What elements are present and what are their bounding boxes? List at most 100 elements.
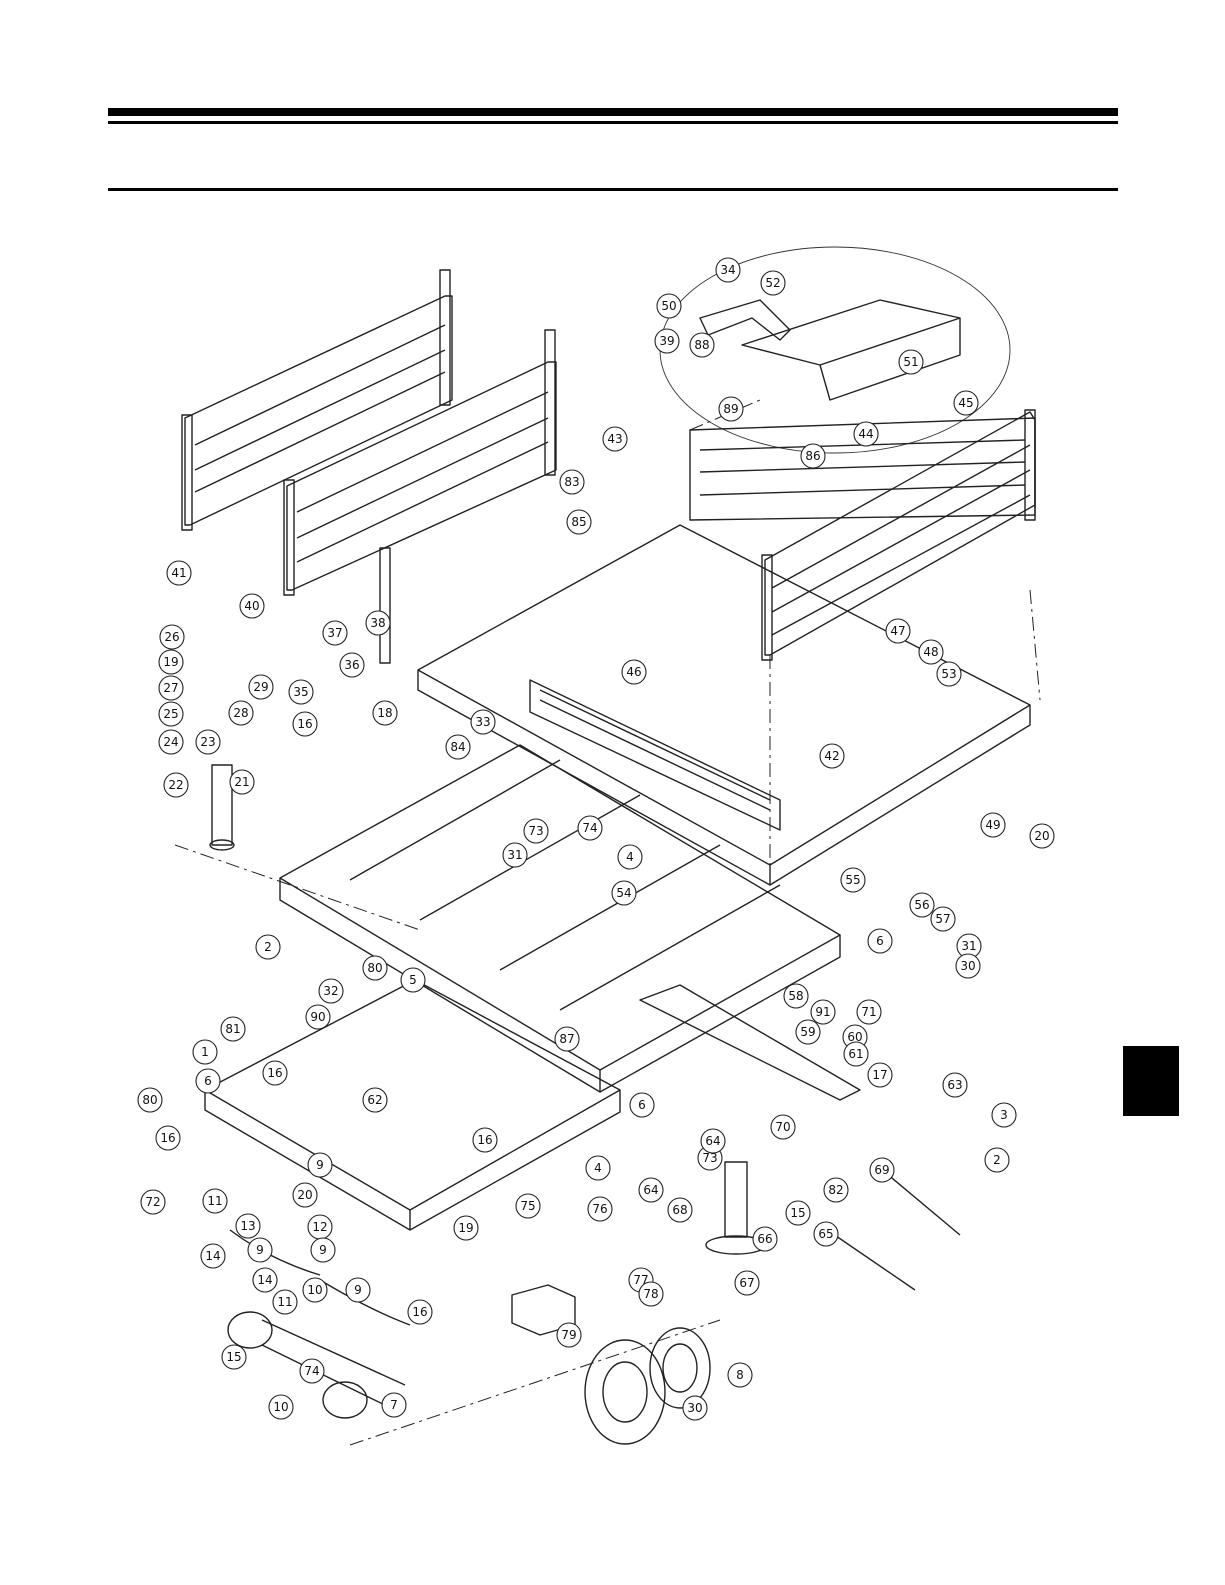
callout-72: 72	[140, 1189, 166, 1215]
callout-36: 36	[339, 652, 365, 678]
callout-circle	[262, 1060, 288, 1086]
callout-22: 22	[163, 772, 189, 798]
callout-circle	[554, 1026, 580, 1052]
callout-circle	[163, 772, 189, 798]
callout-6: 6	[195, 1068, 221, 1094]
callout-88: 88	[689, 332, 715, 358]
callout-35: 35	[288, 679, 314, 705]
callout-label: 17	[872, 1068, 887, 1082]
callout-label: 49	[985, 818, 1000, 832]
callout-circle	[760, 270, 786, 296]
callout-circle	[566, 509, 592, 535]
callout-label: 20	[297, 1188, 312, 1202]
callout-28: 28	[228, 700, 254, 726]
section-tab	[1123, 1046, 1179, 1116]
callout-circle	[228, 700, 254, 726]
callout-circle	[252, 1267, 278, 1293]
callout-circle	[585, 1155, 611, 1181]
callout-label: 43	[607, 432, 622, 446]
callout-87: 87	[554, 1026, 580, 1052]
callout-90: 90	[305, 1004, 331, 1030]
callout-circle	[689, 332, 715, 358]
callout-8: 8	[727, 1362, 753, 1388]
callout-label: 9	[354, 1283, 362, 1297]
callout-label: 90	[310, 1010, 325, 1024]
callout-label: 11	[277, 1295, 292, 1309]
callout-label: 13	[240, 1219, 255, 1233]
callout-circle	[322, 620, 348, 646]
callout-86: 86	[800, 443, 826, 469]
callout-circle	[810, 999, 836, 1025]
callout-circle	[372, 700, 398, 726]
callout-11: 11	[202, 1188, 228, 1214]
callout-label: 74	[582, 821, 597, 835]
callout-75: 75	[515, 1193, 541, 1219]
callout-label: 52	[765, 276, 780, 290]
callout-circle	[955, 953, 981, 979]
callout-label: 8	[736, 1368, 744, 1382]
callout-circle	[192, 1039, 218, 1065]
callout-circle	[255, 934, 281, 960]
callout-66: 66	[752, 1226, 778, 1252]
callout-circle	[843, 1041, 869, 1067]
callout-label: 9	[256, 1243, 264, 1257]
callout-label: 18	[377, 706, 392, 720]
callout-45: 45	[953, 390, 979, 416]
callout-label: 69	[874, 1163, 889, 1177]
callout-circle	[559, 469, 585, 495]
tongue-a-frame	[639, 984, 861, 1101]
callout-label: 34	[720, 263, 735, 277]
callout-label: 22	[168, 778, 183, 792]
callout-12: 12	[307, 1214, 333, 1240]
callout-circle	[795, 1019, 821, 1045]
callout-44: 44	[853, 421, 879, 447]
callout-62: 62	[362, 1087, 388, 1113]
callout-64: 64	[638, 1177, 664, 1203]
callout-circle	[556, 1322, 582, 1348]
callout-78: 78	[638, 1281, 664, 1307]
callout-circle	[898, 349, 924, 375]
callout-label: 55	[845, 873, 860, 887]
callout-63: 63	[942, 1072, 968, 1098]
callout-circle	[137, 1087, 163, 1113]
wheel-7	[649, 1327, 711, 1409]
callout-circle	[667, 1197, 693, 1223]
callout-circle	[247, 1237, 273, 1263]
callout-label: 54	[616, 886, 631, 900]
callout-49: 49	[980, 812, 1006, 838]
callout-10: 10	[268, 1394, 294, 1420]
callout-34: 34	[715, 257, 741, 283]
subframe-17	[204, 979, 621, 1231]
callout-circle	[930, 906, 956, 932]
callout-circle	[783, 983, 809, 1009]
callout-38: 38	[365, 610, 391, 636]
callout-circle	[472, 1127, 498, 1153]
callout-circle	[158, 729, 184, 755]
callout-circle	[638, 1281, 664, 1307]
callout-circle	[362, 1087, 388, 1113]
header-rule-lower	[108, 188, 1118, 191]
callout-label: 38	[370, 616, 385, 630]
callout-circle	[140, 1189, 166, 1215]
callout-circle	[310, 1237, 336, 1263]
callout-circle	[654, 328, 680, 354]
callout-label: 48	[923, 645, 938, 659]
callout-label: 25	[163, 707, 178, 721]
side-panel-41	[181, 269, 453, 531]
callout-label: 6	[204, 1074, 212, 1088]
callout-39: 39	[654, 328, 680, 354]
callout-circle	[587, 1196, 613, 1222]
callout-label: 79	[561, 1328, 576, 1342]
callout-31: 31	[956, 933, 982, 959]
callout-circle	[611, 880, 637, 906]
callout-1: 1	[192, 1039, 218, 1065]
callout-83: 83	[559, 469, 585, 495]
callout-42: 42	[819, 743, 845, 769]
callout-circle	[195, 1068, 221, 1094]
callout-82: 82	[823, 1177, 849, 1203]
callout-circle	[200, 1243, 226, 1269]
callout-47: 47	[885, 618, 911, 644]
callout-10: 10	[302, 1277, 328, 1303]
callout-label: 63	[947, 1078, 962, 1092]
leaf-springs-14	[229, 1229, 411, 1326]
